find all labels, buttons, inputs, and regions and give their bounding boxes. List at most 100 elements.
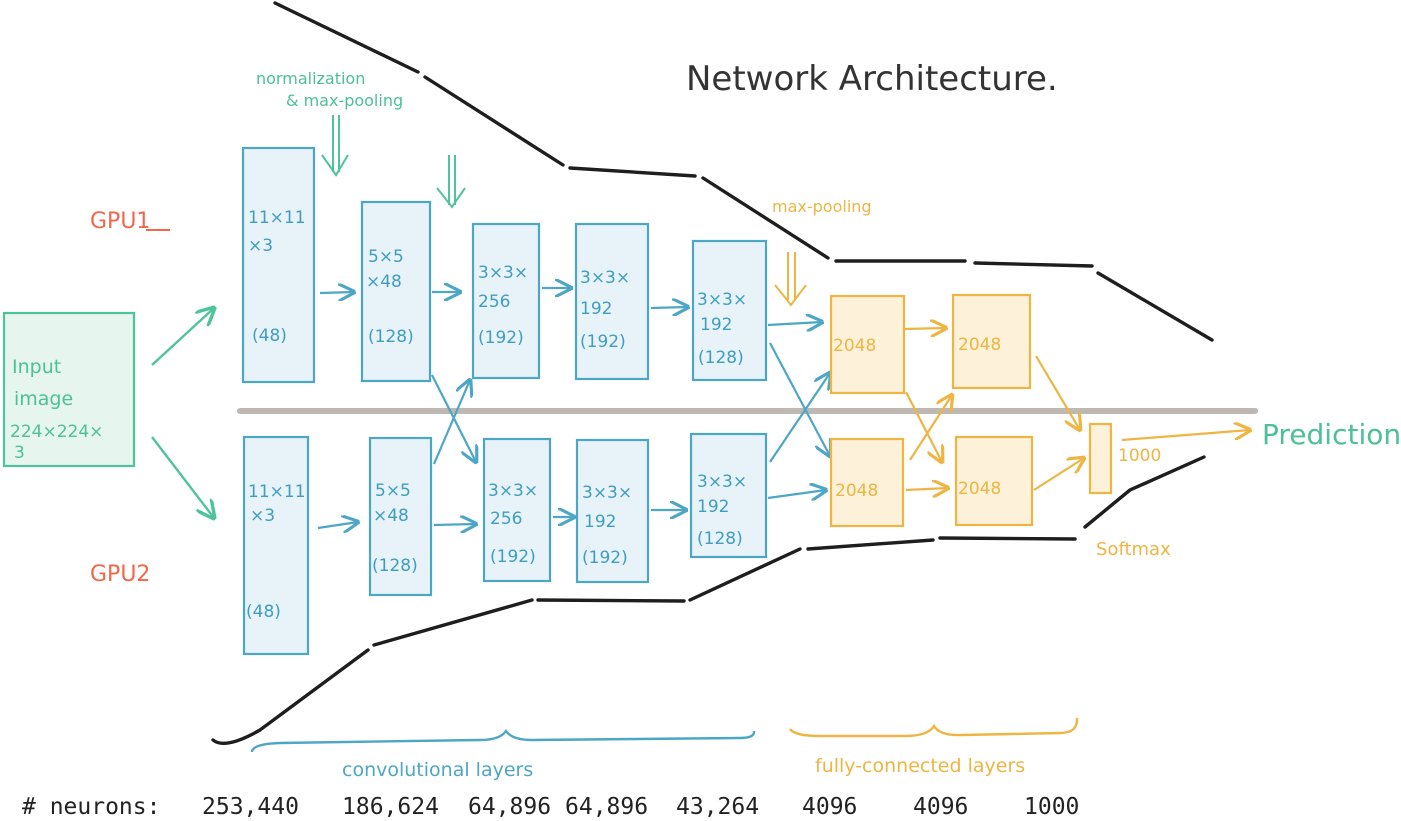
gpu1-conv1-to-conv2-arrow — [319, 292, 354, 293]
norm-pool-arrow-1 — [321, 115, 349, 177]
gpu2-conv5-layer: 3×3× 192 (128) — [689, 432, 768, 559]
gpu1-conv2-box — [360, 200, 432, 383]
gpu1-conv3-box — [471, 222, 541, 380]
gpu1-conv2-layer: 5×5 ×48 (128) — [360, 200, 432, 383]
gpu2-conv4-kernel: 3×3× — [582, 483, 632, 503]
neuron-count-label: # neurons: — [22, 794, 160, 820]
gpu1-conv3-depth: 256 — [478, 292, 510, 312]
gpu1-fc2-layer: 2048 — [951, 293, 1032, 390]
gpu2-conv5-neurons: (128) — [697, 529, 743, 549]
gpu1-fc1-label: 2048 — [833, 336, 876, 356]
gpu1-fc1-to-gpu2-fc2-arrow — [905, 391, 942, 462]
gpu1-conv5-depth: 192 — [700, 315, 732, 335]
gpu2-conv5-depth: 192 — [697, 497, 729, 517]
max-pooling-annotation: max-pooling — [772, 197, 872, 216]
neuron-count-value: 43,264 — [676, 794, 759, 820]
gpu1-conv1-neurons: (48) — [252, 326, 287, 346]
gpu1-conv4-to-conv5-arrow — [650, 307, 688, 308]
gpu2-conv5-to-gpu2-fc1-arrow — [767, 490, 826, 498]
prediction-label: Prediction! — [1262, 418, 1401, 451]
gpu2-conv1-neurons: (48) — [246, 602, 281, 622]
input-image-line2: image — [14, 388, 73, 410]
input-to-gpu2-arrow — [151, 436, 214, 518]
output-to-prediction-arrow — [1121, 430, 1250, 442]
fc-layers-label: fully-connected layers — [815, 755, 1025, 777]
gpu1-conv4-neurons: (192) — [580, 332, 626, 352]
neuron-count-value: 253,440 — [202, 794, 299, 820]
gpu1-conv4-box — [574, 222, 650, 381]
gpu1-conv2-neurons: (128) — [368, 327, 414, 347]
gpu2-fc1-box — [829, 437, 905, 528]
fc-layers-brace — [789, 717, 1079, 738]
gpu2-conv1-depth: ×3 — [250, 506, 275, 526]
gpu1-conv5-to-gpu2-fc1-arrow — [769, 342, 830, 456]
gpu2-conv4-layer: 3×3× 192 (192) — [575, 438, 650, 584]
norm-pool-arrow-2 — [436, 155, 466, 209]
gpu2-conv5-to-gpu1-fc1-arrow — [769, 373, 830, 463]
gpu1-conv1-depth: ×3 — [248, 236, 273, 256]
conv-layers-label: convolutional layers — [342, 759, 533, 781]
gpu2-conv2-to-conv3-arrow — [433, 524, 476, 525]
gpu1-conv1-kernel: 11×11 — [248, 208, 306, 228]
norm-pool-annotation-line1: normalization — [256, 69, 365, 88]
gpu2-conv5-box — [689, 432, 768, 559]
gpu1-conv5-neurons: (128) — [698, 348, 744, 368]
gpu1-conv1-layer: 11×11 ×3 (48) — [241, 146, 316, 384]
gpu2-conv3-neurons: (192) — [490, 547, 536, 567]
gpu1-conv2-depth: ×48 — [366, 272, 402, 292]
diagram-title: Network Architecture. — [686, 59, 1058, 99]
gpu2-conv2-depth: ×48 — [373, 506, 409, 526]
gpu2-fc2-layer: 2048 — [954, 435, 1034, 527]
gpu2-conv3-kernel: 3×3× — [488, 481, 538, 501]
gpu1-label: GPU1 — [90, 209, 150, 234]
gpu1-fc1-box — [829, 294, 906, 395]
input-image-line3: 224×224× — [10, 422, 103, 442]
gpu1-conv4-kernel: 3×3× — [580, 268, 630, 288]
gpu2-conv3-box — [482, 437, 552, 583]
gpu1-fc1-to-fc2-arrow — [903, 328, 946, 329]
gpu2-conv2-to-gpu1-conv3-arrow — [432, 380, 470, 465]
gpu1-conv5-kernel: 3×3× — [697, 290, 747, 310]
output-layer-box — [1088, 422, 1113, 495]
gpu1-conv3-layer: 3×3× 256 (192) — [471, 222, 541, 380]
gpu2-conv1-box — [242, 435, 310, 656]
neuron-count-value: 186,624 — [342, 794, 439, 820]
neuron-count-value: 4096 — [913, 794, 968, 820]
gpu1-conv3-neurons: (192) — [478, 328, 524, 348]
gpu1-fc2-to-output-arrow — [1035, 355, 1080, 430]
input-image-line4: 3 — [14, 443, 25, 463]
gpu2-label: GPU2 — [90, 562, 150, 587]
output-layer: 1000 — [1088, 422, 1161, 495]
gpu1-conv4-depth: 192 — [580, 299, 612, 319]
gpu1-fc2-label: 2048 — [958, 335, 1001, 355]
gpu2-fc1-to-fc2-arrow — [905, 488, 948, 490]
gpu1-fc2-box — [951, 293, 1032, 390]
output-layer-label: 1000 — [1118, 446, 1161, 466]
gpu2-conv2-kernel: 5×5 — [375, 481, 411, 501]
neuron-count-value: 1000 — [1024, 794, 1079, 820]
input-to-gpu1-arrow — [151, 308, 214, 366]
gpu2-conv5-kernel: 3×3× — [697, 472, 747, 492]
gpu2-conv1-to-conv2-arrow — [317, 522, 358, 528]
neuron-count-value: 64,896 — [565, 794, 648, 820]
gpu2-conv2-box — [368, 436, 433, 597]
input-image-line1: Input — [12, 356, 61, 378]
conv-layers-brace — [250, 728, 756, 753]
gpu2-conv3-depth: 256 — [490, 509, 522, 529]
gpu1-fc1-layer: 2048 — [829, 294, 906, 395]
funnel-outline-bottom — [211, 455, 1206, 745]
max-pooling-arrow — [774, 252, 807, 307]
gpu2-conv1-kernel: 11×11 — [248, 482, 306, 502]
gpu2-conv2-layer: 5×5 ×48 (128) — [368, 436, 433, 597]
gpu2-conv4-neurons: (192) — [582, 548, 628, 568]
gpu1-conv1-box — [241, 146, 316, 384]
gpu2-fc1-to-gpu1-fc2-arrow — [909, 395, 952, 461]
neuron-count-value: 64,896 — [468, 794, 551, 820]
gpu2-conv3-layer: 3×3× 256 (192) — [482, 437, 552, 583]
norm-pool-annotation-line2: & max-pooling — [286, 91, 403, 110]
gpu1-conv5-layer: 3×3× 192 (128) — [691, 239, 768, 382]
gpu1-conv2-kernel: 5×5 — [368, 247, 404, 267]
gpu1-conv3-kernel: 3×3× — [478, 263, 528, 283]
input-image-box — [2, 311, 136, 468]
